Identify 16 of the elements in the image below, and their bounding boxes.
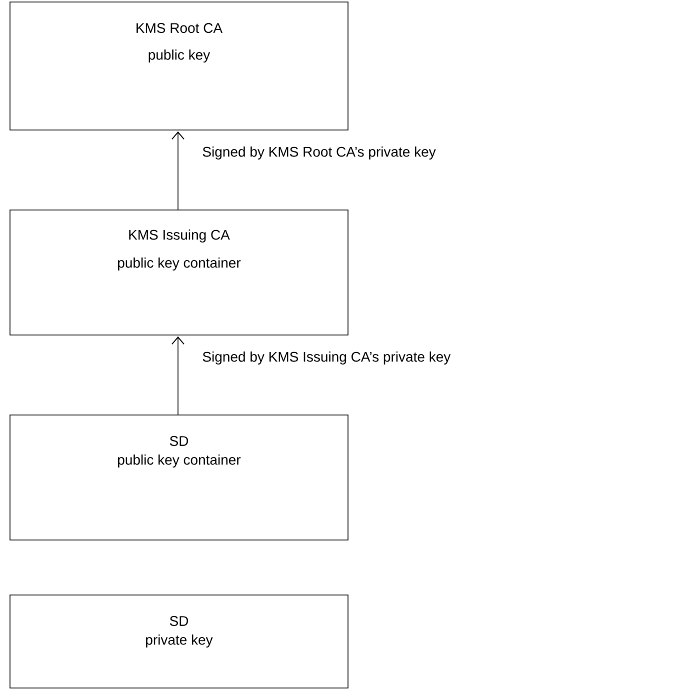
arrow (172, 336, 184, 415)
certificate-box (10, 2, 348, 130)
box-text: public key container (118, 257, 241, 271)
certificate-box (10, 414, 348, 540)
box-text: SD (170, 436, 188, 446)
arrow (172, 131, 184, 210)
certificate-box (10, 210, 348, 336)
edge-label: Signed by KMS Issuing CA’s private key (202, 351, 451, 365)
box-text: private key (146, 634, 213, 648)
certificate-box (10, 594, 348, 688)
box-text: KMS Root CA (136, 23, 223, 33)
box-text: SD (170, 616, 188, 626)
box-text: KMS Issuing CA (129, 229, 230, 243)
edge-label: Signed by KMS Root CA’s private key (202, 146, 436, 160)
box-text: public key container (118, 454, 241, 468)
box-text: public key (148, 49, 210, 63)
